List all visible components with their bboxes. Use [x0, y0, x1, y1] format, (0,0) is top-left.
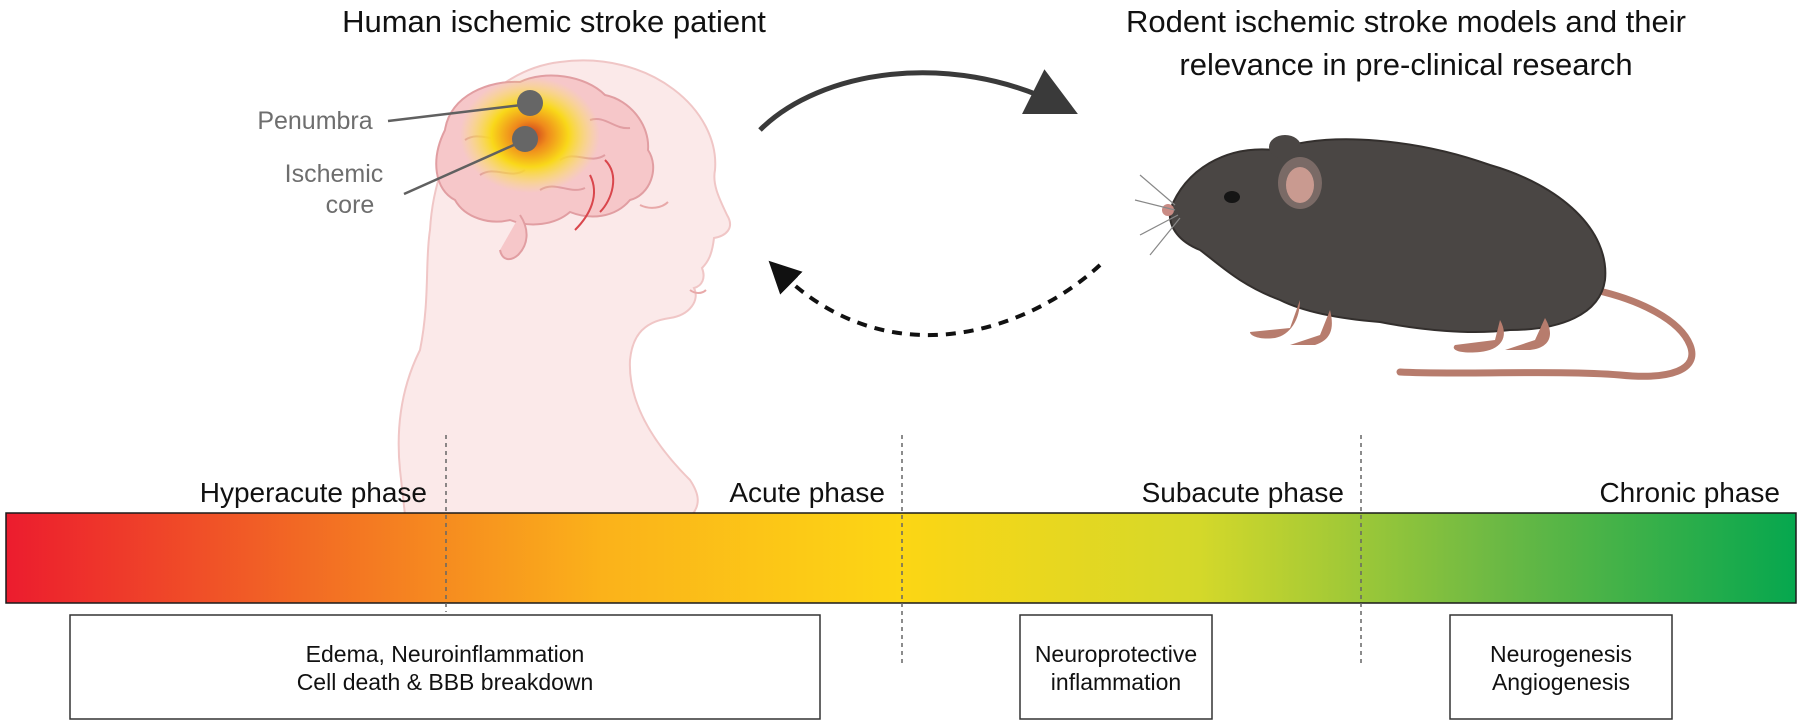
process-box-early: Edema, Neuroinflammation Cell death & BB… — [69, 614, 821, 720]
phase-label-hyperacute: Hyperacute phase — [200, 477, 427, 508]
process-box-chronic-line1: Neurogenesis — [1490, 641, 1632, 667]
process-box-subacute-line1: Neuroprotective — [1035, 641, 1197, 667]
ischemic-core-pointer — [403, 126, 538, 196]
ischemic-core-label-line2: core — [326, 191, 375, 219]
process-box-early-line1: Edema, Neuroinflammation — [306, 641, 585, 667]
mouse-illustration — [1134, 135, 1696, 380]
dashed-curved-arrow — [768, 260, 1102, 337]
solid-curved-arrow — [758, 69, 1078, 132]
ischemic-core-label-line1: Ischemic — [285, 160, 384, 188]
process-box-early-line2: Cell death & BBB breakdown — [297, 669, 594, 695]
rodent-title-line2: relevance in pre-clinical research — [1179, 47, 1632, 82]
rodent-title-line1: Rodent ischemic stroke models and their — [1126, 4, 1686, 39]
brain-illustration — [435, 74, 655, 261]
timeline-gradient-bar — [5, 512, 1797, 604]
phase-label-acute: Acute phase — [729, 477, 885, 508]
penumbra-label: Penumbra — [257, 107, 372, 135]
human-title: Human ischemic stroke patient — [342, 4, 766, 39]
process-box-subacute-line2: inflammation — [1051, 669, 1181, 695]
penumbra-pointer — [387, 90, 543, 123]
process-box-subacute: Neuroprotective inflammation — [1019, 614, 1213, 720]
phase-label-subacute: Subacute phase — [1142, 477, 1344, 508]
phase-label-chronic: Chronic phase — [1599, 477, 1780, 508]
process-box-chronic-line2: Angiogenesis — [1492, 669, 1630, 695]
process-box-chronic: Neurogenesis Angiogenesis — [1449, 614, 1673, 720]
